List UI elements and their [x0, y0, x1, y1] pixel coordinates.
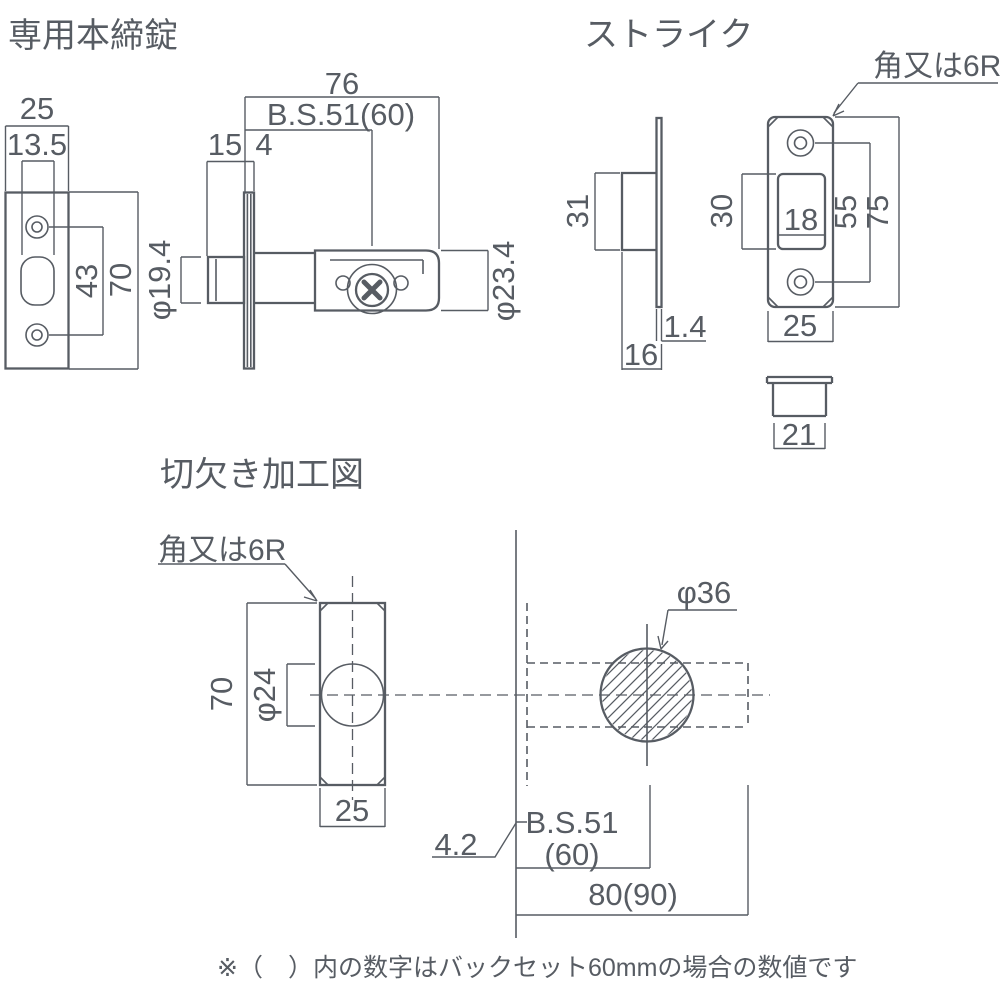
dim-edge-bore-diameter: φ24 — [247, 668, 282, 723]
cutout-section-title: 切欠き加工図 — [160, 456, 364, 494]
dim-bolt-diameter: φ19.4 — [142, 240, 177, 320]
cutout-door-face-view: φ36 4.2 B.S.51 (60) 80(90) — [310, 530, 770, 938]
dim-strike-plate-height: 75 — [860, 195, 895, 229]
dim-strike-screw-pitch: 55 — [828, 195, 863, 229]
deadbolt-faceplate-front-view: 25 13.5 43 70 — [4, 91, 139, 370]
dim-bolt-throw: 15 — [208, 127, 242, 162]
dim-bolt-hole-width: 13.5 — [7, 127, 67, 162]
dim-case-diameter: φ23.4 — [486, 241, 521, 321]
dim-edge-offset: 4.2 — [434, 827, 477, 862]
dim-dust-box-width: 21 — [782, 417, 816, 452]
strike-front-view: 18 30 55 75 25 角又は6R — [704, 50, 1000, 343]
dim-mortise-height: 70 — [204, 677, 239, 711]
dim-strike-box-depth: 16 — [624, 337, 658, 372]
dim-cutout-backset-line2: (60) — [544, 837, 599, 872]
dim-backset: B.S.51(60) — [267, 97, 415, 132]
spindle-cross-icon — [361, 279, 383, 301]
strike-section-title: ストライク — [584, 16, 753, 54]
dim-mortise-width: 25 — [335, 793, 369, 828]
dim-faceplate-thickness: 4 — [255, 127, 272, 162]
dim-face-bore-distance: 80(90) — [588, 877, 678, 912]
dim-strike-opening-height: 30 — [704, 194, 739, 228]
dim-screw-pitch: 43 — [69, 264, 104, 298]
dim-cutout-backset-line1: B.S.51 — [525, 805, 618, 840]
strike-dust-box: 21 — [765, 375, 834, 452]
dim-strike-plate-width: 25 — [783, 308, 817, 343]
strike-side-view: 31 1.4 16 — [560, 116, 707, 372]
cutout-corner-note: 角又は6R — [158, 534, 286, 567]
dim-strike-opening-width: 18 — [784, 202, 818, 237]
strike-corner-note: 角又は6R — [873, 50, 1000, 83]
face-bore-hatching — [602, 650, 692, 740]
dim-face-bore-diameter: φ36 — [677, 575, 732, 610]
dim-strike-plate-thickness: 1.4 — [663, 309, 706, 344]
dim-faceplate-width: 25 — [20, 91, 54, 126]
footnote: ※（ ）内の数字はバックセット60mmの場合の数値です — [217, 954, 857, 982]
deadbolt-section-title: 専用本締錠 — [8, 17, 178, 55]
deadbolt-latch-side-view: 76 B.S.51(60) 15 4 φ19.4 φ23.4 — [142, 66, 521, 370]
cutout-door-edge-view: 角又は6R 70 φ24 25 — [158, 534, 387, 828]
dim-strike-box-height: 31 — [560, 194, 595, 228]
dim-case-length: 76 — [325, 66, 359, 101]
dim-faceplate-height: 70 — [103, 263, 138, 297]
